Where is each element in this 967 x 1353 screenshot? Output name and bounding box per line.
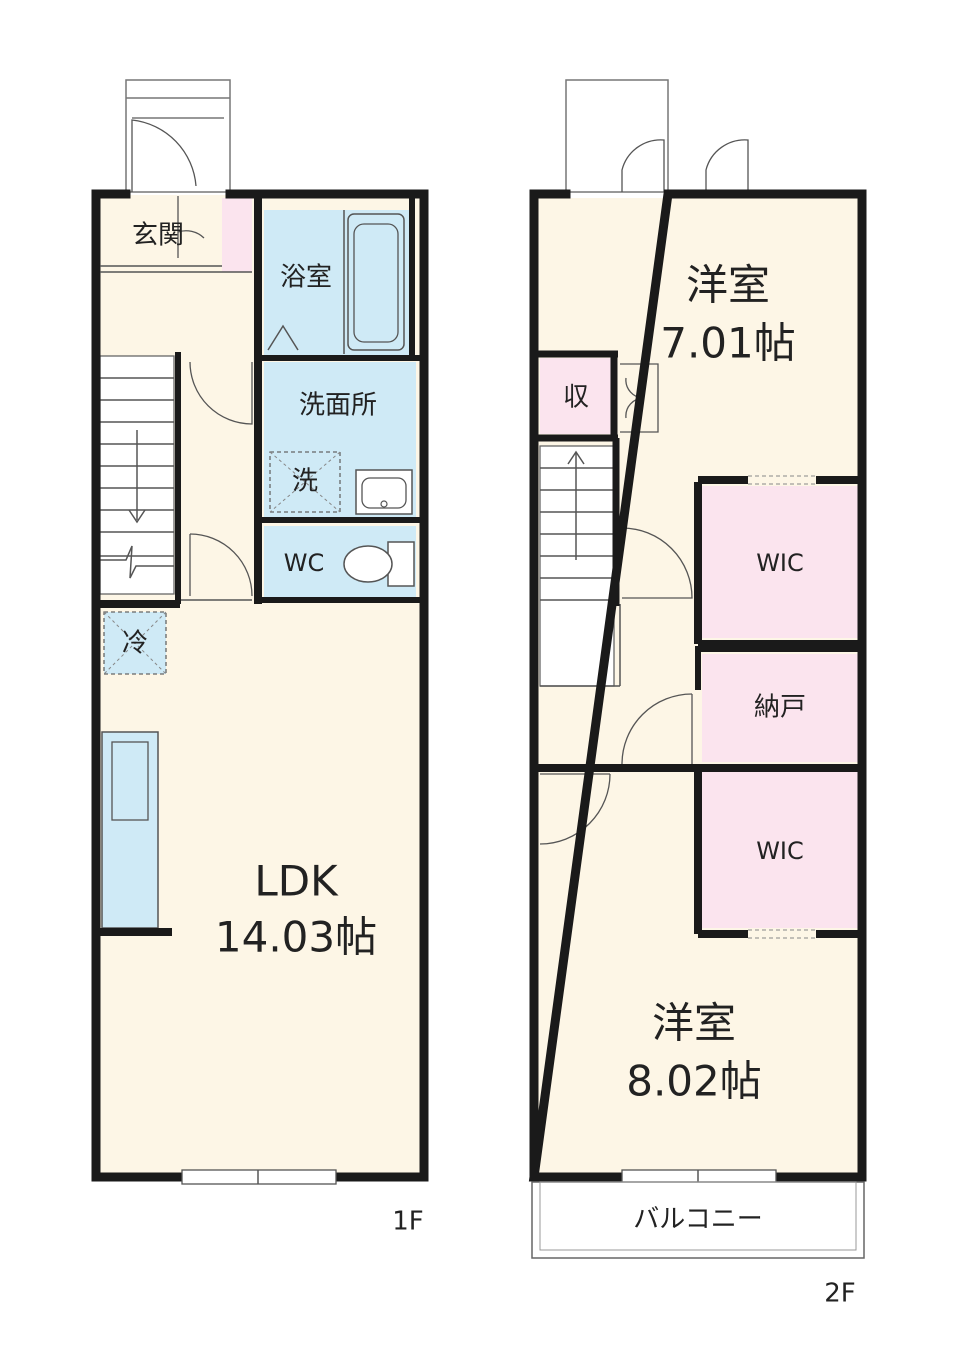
staircase-2f bbox=[539, 445, 621, 687]
label-floor-2f: 2F bbox=[824, 1279, 856, 1309]
staircase-1f bbox=[99, 355, 175, 595]
toilet bbox=[343, 541, 415, 587]
balcony bbox=[531, 1181, 865, 1259]
label-storage: 収 bbox=[563, 383, 589, 413]
label-ldk-size: 14.03帖 bbox=[215, 913, 377, 962]
label-wic2: WIC bbox=[756, 837, 804, 865]
label-wc-1f: WC bbox=[284, 549, 325, 577]
closet-floor bbox=[702, 654, 858, 762]
kitchen-counter bbox=[101, 731, 159, 929]
label-washer: 洗 bbox=[292, 467, 318, 497]
label-washroom: 洗面所 bbox=[299, 391, 377, 421]
shoe-closet bbox=[222, 198, 252, 272]
label-floor-1f: 1F bbox=[392, 1207, 424, 1237]
wic1-floor bbox=[702, 486, 858, 638]
bathtub bbox=[267, 210, 405, 354]
washer-space bbox=[269, 451, 341, 513]
wic2-floor bbox=[702, 772, 858, 928]
label-entrance: 玄関 bbox=[132, 221, 184, 251]
label-bedroom2-size: 8.02帖 bbox=[626, 1057, 762, 1106]
label-bedroom1-name: 洋室 bbox=[686, 261, 770, 310]
label-ldk-name: LDK bbox=[254, 857, 339, 906]
floor-1f bbox=[91, 79, 429, 1185]
floor-2f bbox=[528, 79, 867, 1259]
label-fridge: 冷 bbox=[122, 629, 148, 659]
label-closet: 納戸 bbox=[754, 693, 806, 723]
washbasin bbox=[355, 469, 413, 515]
label-bedroom1-size: 7.01帖 bbox=[660, 319, 796, 368]
storage-floor bbox=[540, 358, 614, 434]
label-bath: 浴室 bbox=[280, 263, 332, 293]
label-wic1: WIC bbox=[756, 549, 804, 577]
label-bedroom2-name: 洋室 bbox=[652, 999, 736, 1048]
label-balcony: バルコニー bbox=[633, 1205, 762, 1235]
